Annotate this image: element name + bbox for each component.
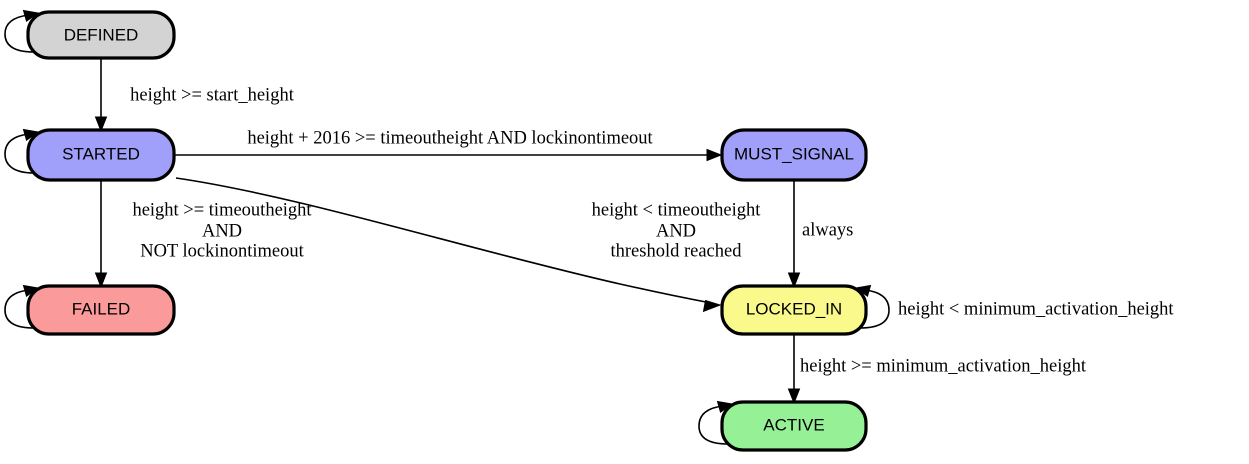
edge-must-signal-to-locked-in [787,180,801,289]
edge-line [4,14,35,53]
edge-label-started-to-failed-line3: NOT lockinontimeout [140,241,304,261]
edge-started-self-loop [4,128,40,174]
arrowhead-icon [94,272,108,289]
node-shape-started[interactable] [26,128,176,182]
edge-defined-self-loop [4,9,40,53]
arrowhead-icon [787,388,801,405]
edge-line [175,177,712,304]
edge-label-started-to-locked-in-line3: threshold reached [611,241,743,261]
state-node-locked-in[interactable]: LOCKED_IN [720,284,868,336]
edge-label-locked-in-to-active: height >= minimum_activation_height [800,356,1087,376]
edge-started-to-failed [94,180,108,289]
edge-labels-layer: height >= start_height height + 2016 >= … [130,85,1174,376]
state-node-active[interactable]: ACTIVE [720,400,868,452]
node-label-failed: FAILED [72,299,131,318]
edge-label-started-to-failed-line2: AND [202,221,242,241]
edge-label-started-to-locked-in: height < timeoutheight AND threshold rea… [592,200,762,261]
edges-layer [4,9,890,445]
arrowhead-icon [94,116,108,133]
node-label-active: ACTIVE [763,415,824,434]
node-shape-failed[interactable] [26,284,176,336]
edge-line [859,289,890,329]
edge-label-started-to-failed-line1: height >= timeoutheight [132,200,312,220]
arrowhead-icon [706,148,723,162]
node-label-locked-in: LOCKED_IN [746,299,842,318]
edge-line [4,289,35,329]
edge-line [4,133,35,174]
edge-failed-self-loop [4,284,40,329]
edge-active-self-loop [698,400,734,445]
node-label-started: STARTED [62,144,140,163]
arrowhead-icon [22,9,40,23]
node-shape-active[interactable] [720,400,868,452]
edge-label-locked-in-self-loop: height < minimum_activation_height [898,299,1174,319]
edge-label-started-to-locked-in-line1: height < timeoutheight [592,200,762,220]
edge-started-to-must-signal [174,148,723,162]
edge-label-started-to-must-signal: height + 2016 >= timeoutheight AND locki… [247,128,653,148]
arrowhead-icon [22,128,40,142]
state-node-failed[interactable]: FAILED [26,284,176,336]
edge-locked-in-to-active [787,334,801,405]
edge-label-started-to-failed: height >= timeoutheight AND NOT lockinon… [132,200,312,261]
arrowhead-icon [702,299,722,313]
node-label-must-signal: MUST_SIGNAL [734,144,854,163]
state-node-defined[interactable]: DEFINED [26,10,176,60]
edge-label-must-signal-to-locked-in: always [802,220,853,240]
edge-started-to-locked-in [175,177,722,313]
edge-defined-to-started [94,58,108,133]
state-node-must-signal[interactable]: MUST_SIGNAL [720,128,868,182]
state-node-started[interactable]: STARTED [26,128,176,182]
edge-label-defined-to-started: height >= start_height [130,85,295,105]
node-label-defined: DEFINED [64,25,139,44]
node-shape-defined[interactable] [26,10,176,60]
node-shape-locked-in[interactable] [720,284,868,336]
node-shape-must-signal[interactable] [720,128,868,182]
arrowhead-icon [787,272,801,289]
edge-label-started-to-locked-in-line2: AND [656,221,696,241]
nodes-layer: DEFINED STARTED FAILED MUST_SIGNAL LOCKE… [26,10,868,452]
edge-line [698,405,729,445]
